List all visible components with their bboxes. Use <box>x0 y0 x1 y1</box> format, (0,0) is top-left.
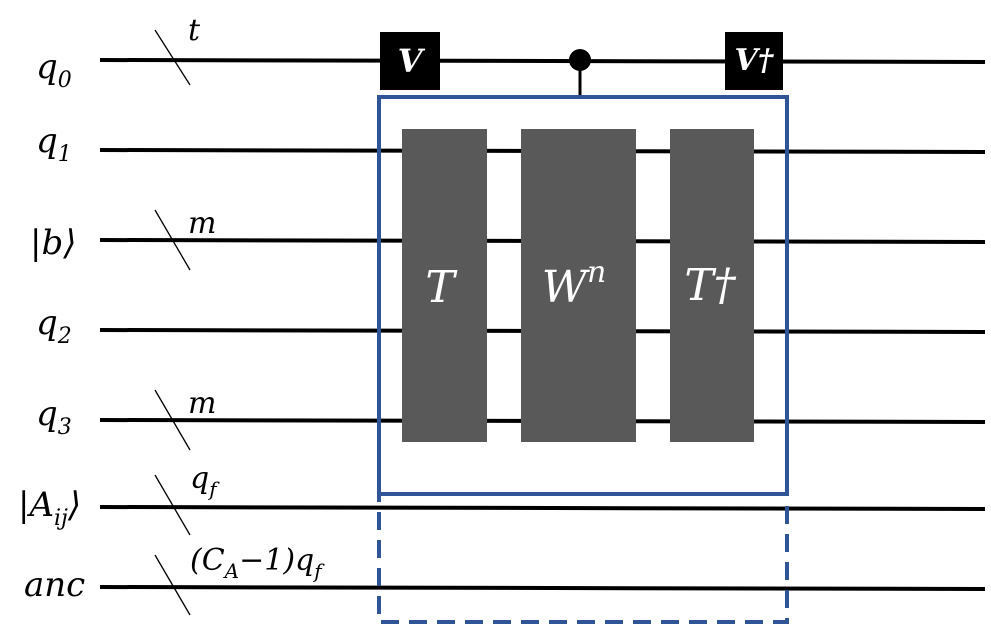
multiplicity-t: t <box>188 13 201 48</box>
qubit-label-anc: anc <box>24 565 85 605</box>
multiplicity-m-q3: m <box>188 386 216 421</box>
wire-Aij <box>99 505 986 511</box>
slash-q0 <box>154 29 191 86</box>
v-gate <box>380 32 440 90</box>
slash-q3 <box>154 389 191 451</box>
slash-Aij <box>154 474 191 536</box>
control-dot <box>569 49 591 71</box>
v-dagger-gate-label: V† <box>735 43 775 78</box>
qubit-label-q1: q1 <box>36 121 72 167</box>
slash-anc <box>154 554 191 616</box>
wire-anc <box>99 585 986 591</box>
v-gate-label: V <box>398 42 426 80</box>
t-dagger-gate <box>670 129 754 442</box>
t-dagger-gate-label: T† <box>684 260 736 311</box>
multiplicity-m-b: m <box>188 206 216 241</box>
w-power-n-gate-label: Wn <box>542 255 607 313</box>
multiplicity-anc: (CA−1)qf <box>190 543 325 583</box>
qubit-label-q2: q2 <box>36 303 72 349</box>
w-power-n-gate <box>521 129 636 442</box>
ancilla-dashed-frame <box>377 492 789 624</box>
slash-b <box>154 209 191 271</box>
qubit-label-Aij: |Aij⟩ <box>18 485 81 531</box>
t-gate-label: T <box>425 262 458 313</box>
qubit-label-b: |b⟩ <box>30 223 76 263</box>
multiplicity-qf: qf <box>190 461 220 501</box>
t-gate <box>402 129 487 442</box>
qubit-label-q3: q3 <box>36 394 72 440</box>
v-dagger-gate <box>725 32 783 90</box>
qubit-label-q0: q0 <box>36 47 72 93</box>
wire-q0 <box>99 58 986 64</box>
